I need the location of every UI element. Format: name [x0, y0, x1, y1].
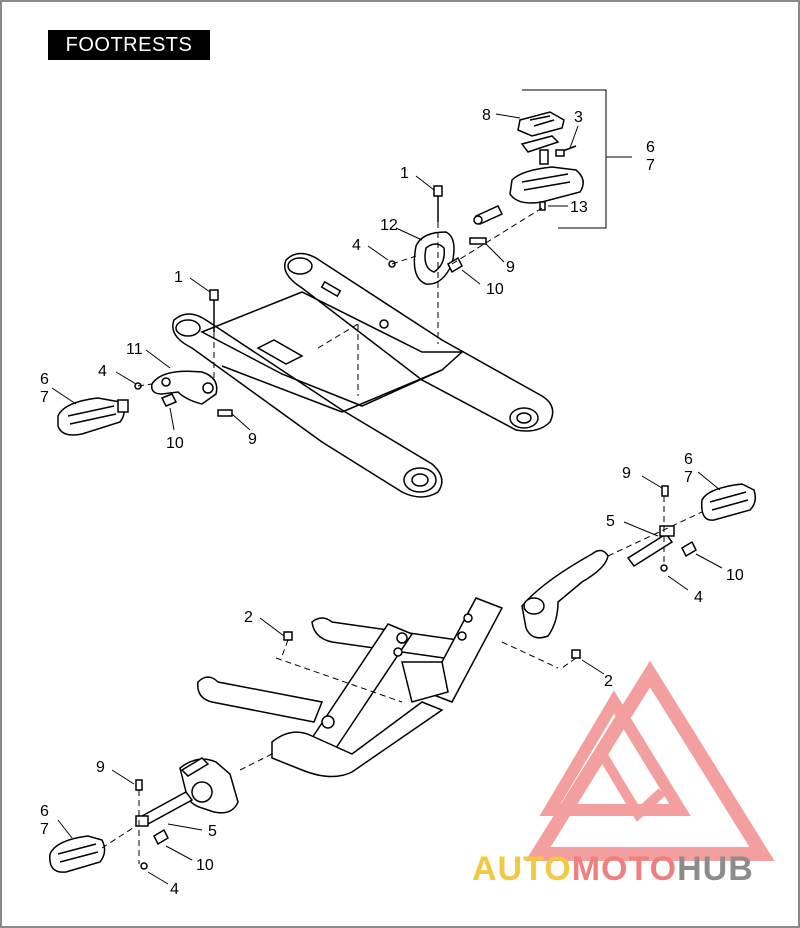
right-footrest-lower: [626, 483, 757, 572]
callout-10: 10: [196, 857, 214, 874]
left-footrest-bracket: [57, 289, 233, 436]
callout-6: 6: [646, 139, 655, 156]
callout-11: 11: [126, 341, 143, 358]
watermark-part-moto: MOTO: [571, 850, 678, 888]
callout-8: 8: [482, 107, 491, 124]
callout-7: 7: [684, 469, 693, 486]
leader-lines: [51, 113, 723, 885]
callout-7: 7: [40, 389, 49, 406]
callout-9: 9: [248, 431, 257, 448]
watermark-part-hub: HUB: [677, 850, 754, 888]
callout-1: 1: [174, 269, 183, 286]
callout-2: 2: [244, 609, 253, 626]
watermark-text: AUTOMOTOHUB: [472, 844, 798, 894]
callout-4: 4: [352, 237, 361, 254]
left-footrest-lower: [49, 779, 194, 873]
callout-10: 10: [166, 435, 184, 452]
watermark-part-auto: AUTO: [472, 850, 572, 888]
callout-9: 9: [622, 465, 631, 482]
swingarm: [172, 252, 554, 498]
callout-5: 5: [208, 823, 217, 840]
page-title: FOOTRESTS: [48, 30, 210, 60]
group-bracket: [522, 89, 632, 229]
callout-4: 4: [694, 589, 703, 606]
assembly-lines-bottom: [101, 496, 703, 864]
callout-2: 2: [604, 673, 613, 690]
callout-5: 5: [606, 513, 615, 530]
callout-13: 13: [570, 199, 588, 216]
callout-1: 1: [400, 165, 409, 182]
watermark-logo: [525, 660, 775, 861]
assembly-lines-top: [137, 207, 543, 396]
callout-10: 10: [486, 281, 504, 298]
callout-4: 4: [98, 363, 107, 380]
callout-7: 7: [646, 157, 655, 174]
callout-9: 9: [506, 259, 515, 276]
upper-footrest-assembly: [388, 111, 584, 285]
callout-3: 3: [574, 109, 583, 126]
callout-6: 6: [40, 371, 49, 388]
callout-9: 9: [96, 759, 105, 776]
callout-4: 4: [170, 881, 179, 898]
callout-7: 7: [40, 821, 49, 838]
callout-12: 12: [380, 217, 398, 234]
frame-lower: [179, 549, 609, 814]
callout-10: 10: [726, 567, 744, 584]
callout-6: 6: [684, 451, 693, 468]
callout-labels: 8 3 6 7 1 13 12 4 9 10 1 11 6 7 4 10 9 9…: [40, 107, 744, 898]
callout-6: 6: [40, 803, 49, 820]
